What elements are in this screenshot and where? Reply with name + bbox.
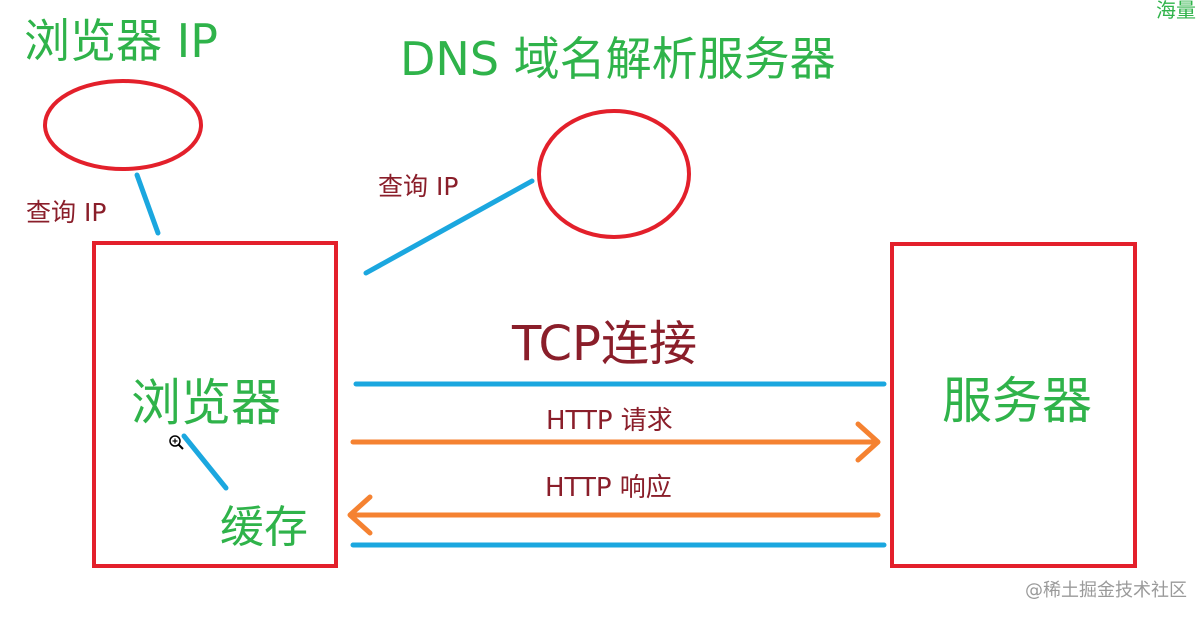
cache-label: 缓存 bbox=[220, 502, 308, 553]
dns-query-line bbox=[363, 178, 535, 276]
browser-ip-title: 浏览器 IP bbox=[24, 14, 218, 68]
browser-ip-query-line bbox=[134, 172, 161, 236]
server-box bbox=[890, 242, 1137, 568]
http-request-arrow bbox=[350, 421, 881, 463]
watermark: @稀土掘金技术社区 bbox=[1025, 580, 1187, 601]
corner-text: 海量 bbox=[1156, 0, 1196, 22]
cache-line bbox=[181, 433, 229, 491]
query-ip-label-left: 查询 IP bbox=[26, 198, 107, 227]
zoom-in-cursor-icon bbox=[169, 435, 184, 450]
http-response-label: HTTP 响应 bbox=[545, 473, 672, 503]
dns-server-title: DNS 域名解析服务器 bbox=[400, 32, 836, 86]
tcp-connection-label: TCP连接 bbox=[512, 316, 697, 372]
browser-box bbox=[92, 241, 338, 568]
browser-box-label: 浏览器 bbox=[131, 374, 281, 432]
dns-server-circle bbox=[537, 109, 691, 239]
server-box-label: 服务器 bbox=[942, 372, 1092, 430]
browser-ip-circle bbox=[43, 79, 203, 171]
http-response-arrow bbox=[347, 494, 881, 536]
http-request-label: HTTP 请求 bbox=[546, 406, 673, 436]
query-ip-label-right: 查询 IP bbox=[378, 172, 459, 201]
